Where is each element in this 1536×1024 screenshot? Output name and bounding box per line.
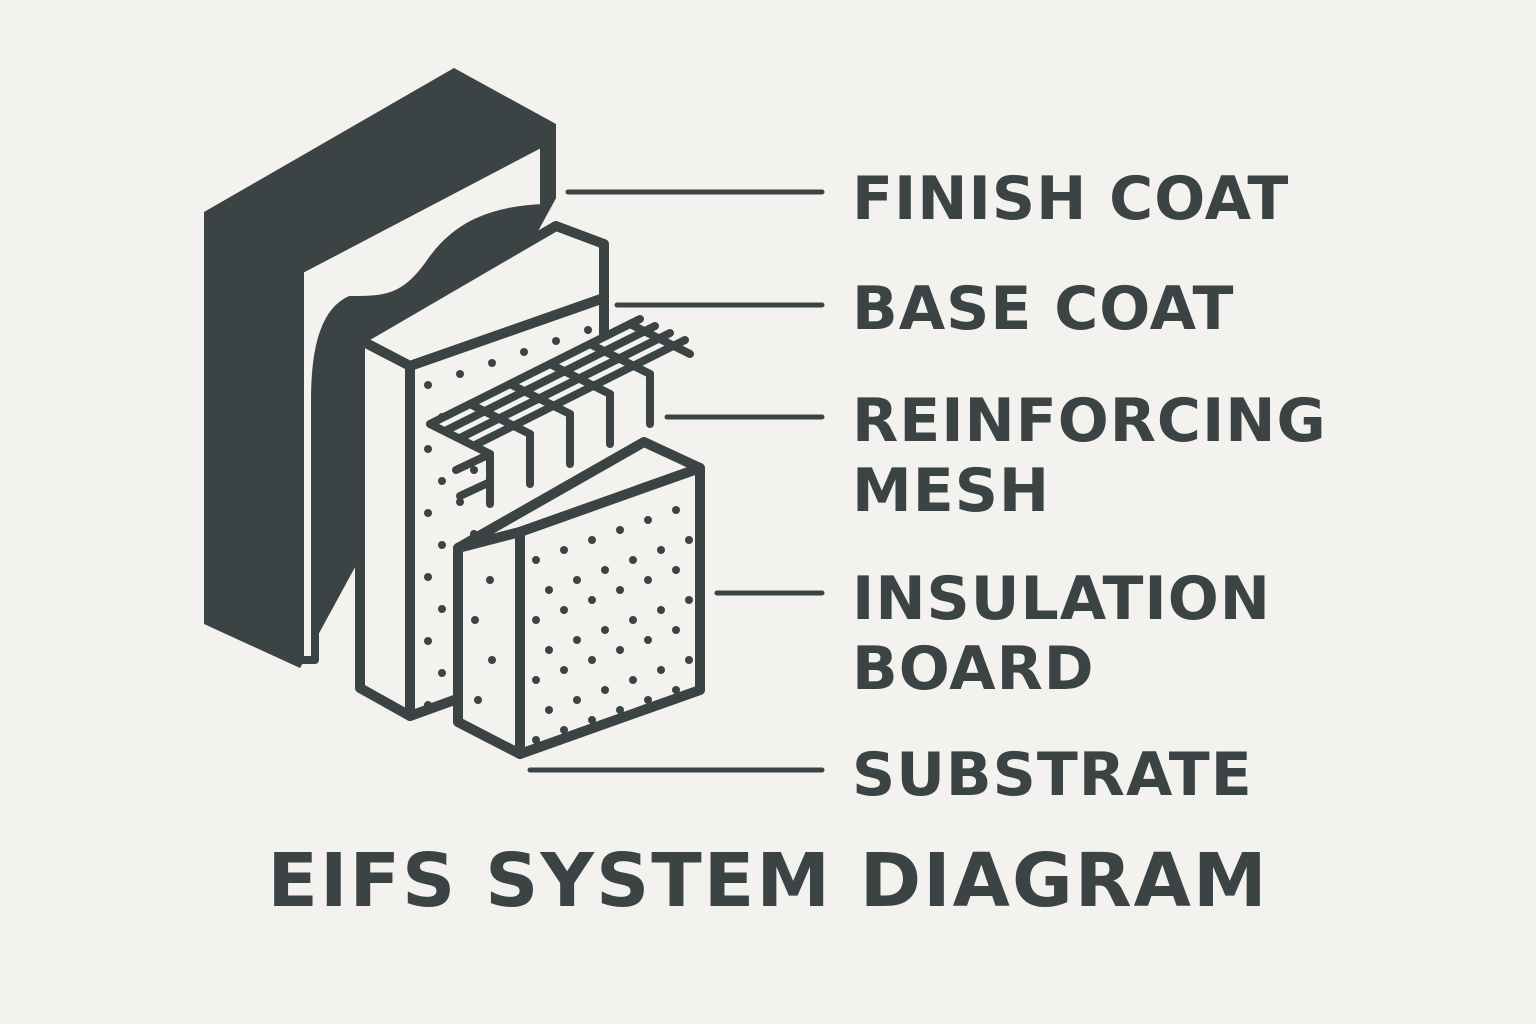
insulation-dot (545, 586, 553, 594)
label-reinforcing-mesh: REINFORCING MESH (852, 386, 1327, 526)
insulation-dot (601, 686, 609, 694)
insulation-dot (588, 596, 596, 604)
label-insulation-board-line1: INSULATION (852, 564, 1271, 634)
insulation-dot (560, 546, 568, 554)
insulation-side-dot (486, 576, 494, 584)
insulation-dot (532, 736, 540, 744)
mesh-grid (426, 315, 694, 508)
base-coat-dot (438, 541, 446, 549)
base-coat-dot (438, 669, 446, 677)
insulation-dot (573, 636, 581, 644)
insulation-side-texture (471, 576, 496, 704)
insulation-dot (685, 596, 693, 604)
insulation-dot (601, 626, 609, 634)
insulation-dot (672, 566, 680, 574)
label-base-coat-text: BASE COAT (852, 274, 1235, 344)
insulation-side-dot (474, 696, 482, 704)
base-coat-dot (552, 337, 560, 345)
label-insulation-board-line2: BOARD (852, 634, 1095, 704)
insulation-dot (672, 686, 680, 694)
label-finish-coat-text: FINISH COAT (852, 164, 1290, 234)
label-reinforcing-mesh-line1: REINFORCING (852, 386, 1327, 456)
base-coat-dot (438, 605, 446, 613)
insulation-dot (532, 616, 540, 624)
insulation-dot (616, 526, 624, 534)
base-coat-dot (488, 359, 496, 367)
insulation-dot (616, 646, 624, 654)
insulation-dot (672, 626, 680, 634)
label-substrate: SUBSTRATE (852, 740, 1253, 810)
insulation-dot (588, 536, 596, 544)
insulation-dot (560, 726, 568, 734)
base-coat-dot (424, 509, 432, 517)
mesh-strand (471, 336, 689, 449)
label-reinforcing-mesh-line2: MESH (852, 456, 1051, 526)
insulation-dot (560, 666, 568, 674)
base-coat-dot (424, 701, 432, 709)
finish-coat-layer (296, 138, 548, 664)
base-coat-dot (456, 370, 464, 378)
base-coat-dot (456, 498, 464, 506)
label-insulation-board: INSULATION BOARD (852, 564, 1271, 704)
insulation-dot (657, 546, 665, 554)
insulation-dot (644, 696, 652, 704)
mesh-strand (441, 322, 659, 435)
insulation-dot (588, 716, 596, 724)
label-finish-coat: FINISH COAT (852, 164, 1289, 234)
label-base-coat: BASE COAT (852, 274, 1234, 344)
insulation-dot (629, 556, 637, 564)
label-substrate-text: SUBSTRATE (852, 740, 1253, 810)
insulation-dot (672, 506, 680, 514)
insulation-side-dot (471, 616, 479, 624)
insulation-dot (644, 576, 652, 584)
base-coat-dot (584, 326, 592, 334)
insulation-dot (644, 636, 652, 644)
base-coat-dot (438, 477, 446, 485)
insulation-board-layer (453, 437, 705, 759)
insulation-dot (573, 576, 581, 584)
leader-lines (527, 189, 825, 773)
insulation-dot (560, 606, 568, 614)
insulation-dot (629, 676, 637, 684)
base-coat-dot (520, 348, 528, 356)
insulation-dot (685, 656, 693, 664)
insulation-texture (532, 506, 693, 744)
base-coat-dot (424, 445, 432, 453)
insulation-dot (657, 606, 665, 614)
mesh-strand (456, 478, 494, 500)
insulation-dot (573, 696, 581, 704)
base-coat-dot (424, 381, 432, 389)
insulation-dot (588, 656, 596, 664)
mesh-strand (452, 450, 494, 474)
insulation-dot (545, 706, 553, 714)
insulation-side-dot (488, 656, 496, 664)
insulation-dot (616, 706, 624, 714)
base-coat-dot (470, 466, 478, 474)
diagram-title: EIFS SYSTEM DIAGRAM (267, 838, 1269, 924)
insulation-dot (532, 676, 540, 684)
base-coat-dot (424, 637, 432, 645)
base-coat-dot (424, 573, 432, 581)
insulation-dot (644, 516, 652, 524)
insulation-dot (616, 586, 624, 594)
insulation-dot (545, 646, 553, 654)
mesh-strand (426, 315, 644, 428)
mesh-strand (456, 329, 674, 442)
insulation-dot (685, 536, 693, 544)
insulation-dot (657, 666, 665, 674)
insulation-dot (601, 566, 609, 574)
insulation-dot (629, 616, 637, 624)
insulation-dot (532, 556, 540, 564)
